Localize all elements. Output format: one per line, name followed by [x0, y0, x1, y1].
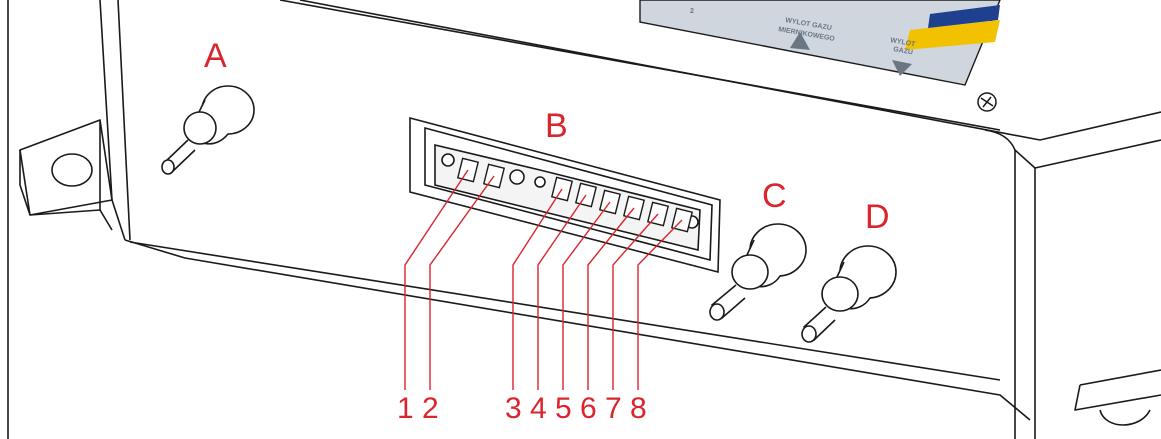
connector-c — [709, 223, 807, 321]
terminal-number-4: 4 — [530, 392, 547, 425]
panel-text-right: WYLOT — [890, 37, 917, 48]
screw-icon — [977, 92, 997, 112]
label-a: A — [204, 37, 227, 75]
leader-line-3 — [512, 188, 563, 390]
leader-line-6 — [587, 207, 635, 390]
label-b: B — [545, 107, 568, 145]
enclosure — [7, 0, 1161, 439]
terminal-number-2: 2 — [422, 392, 439, 425]
terminal-number-1: 1 — [397, 392, 414, 425]
leader-line-5 — [562, 201, 611, 390]
label-c: C — [762, 177, 787, 215]
arrow-up-icon — [790, 32, 810, 50]
leader-line-2 — [429, 175, 495, 390]
connector-d — [801, 245, 897, 343]
leader-line-7 — [612, 213, 659, 390]
panel-small-mark: 2 — [690, 8, 694, 15]
leader-line-1 — [404, 169, 469, 390]
terminal-number-8: 8 — [630, 392, 647, 425]
label-d: D — [865, 198, 890, 236]
connector-a — [161, 85, 255, 175]
leader-line-4 — [537, 194, 587, 390]
label-panel: WYLOT GAZU MIERNIKOWEGO WYLOT GAZU 2 — [639, 0, 1001, 86]
terminal-number-7: 7 — [605, 392, 622, 425]
terminal-number-6: 6 — [580, 392, 597, 425]
callout-lines — [404, 169, 683, 390]
arrow-down-icon — [892, 60, 912, 76]
panel-text-right-2: GAZU — [893, 46, 914, 56]
terminal-number-5: 5 — [555, 392, 572, 425]
leader-line-8 — [637, 219, 683, 390]
terminal-number-3: 3 — [505, 392, 522, 425]
mounting-hole — [51, 153, 93, 187]
